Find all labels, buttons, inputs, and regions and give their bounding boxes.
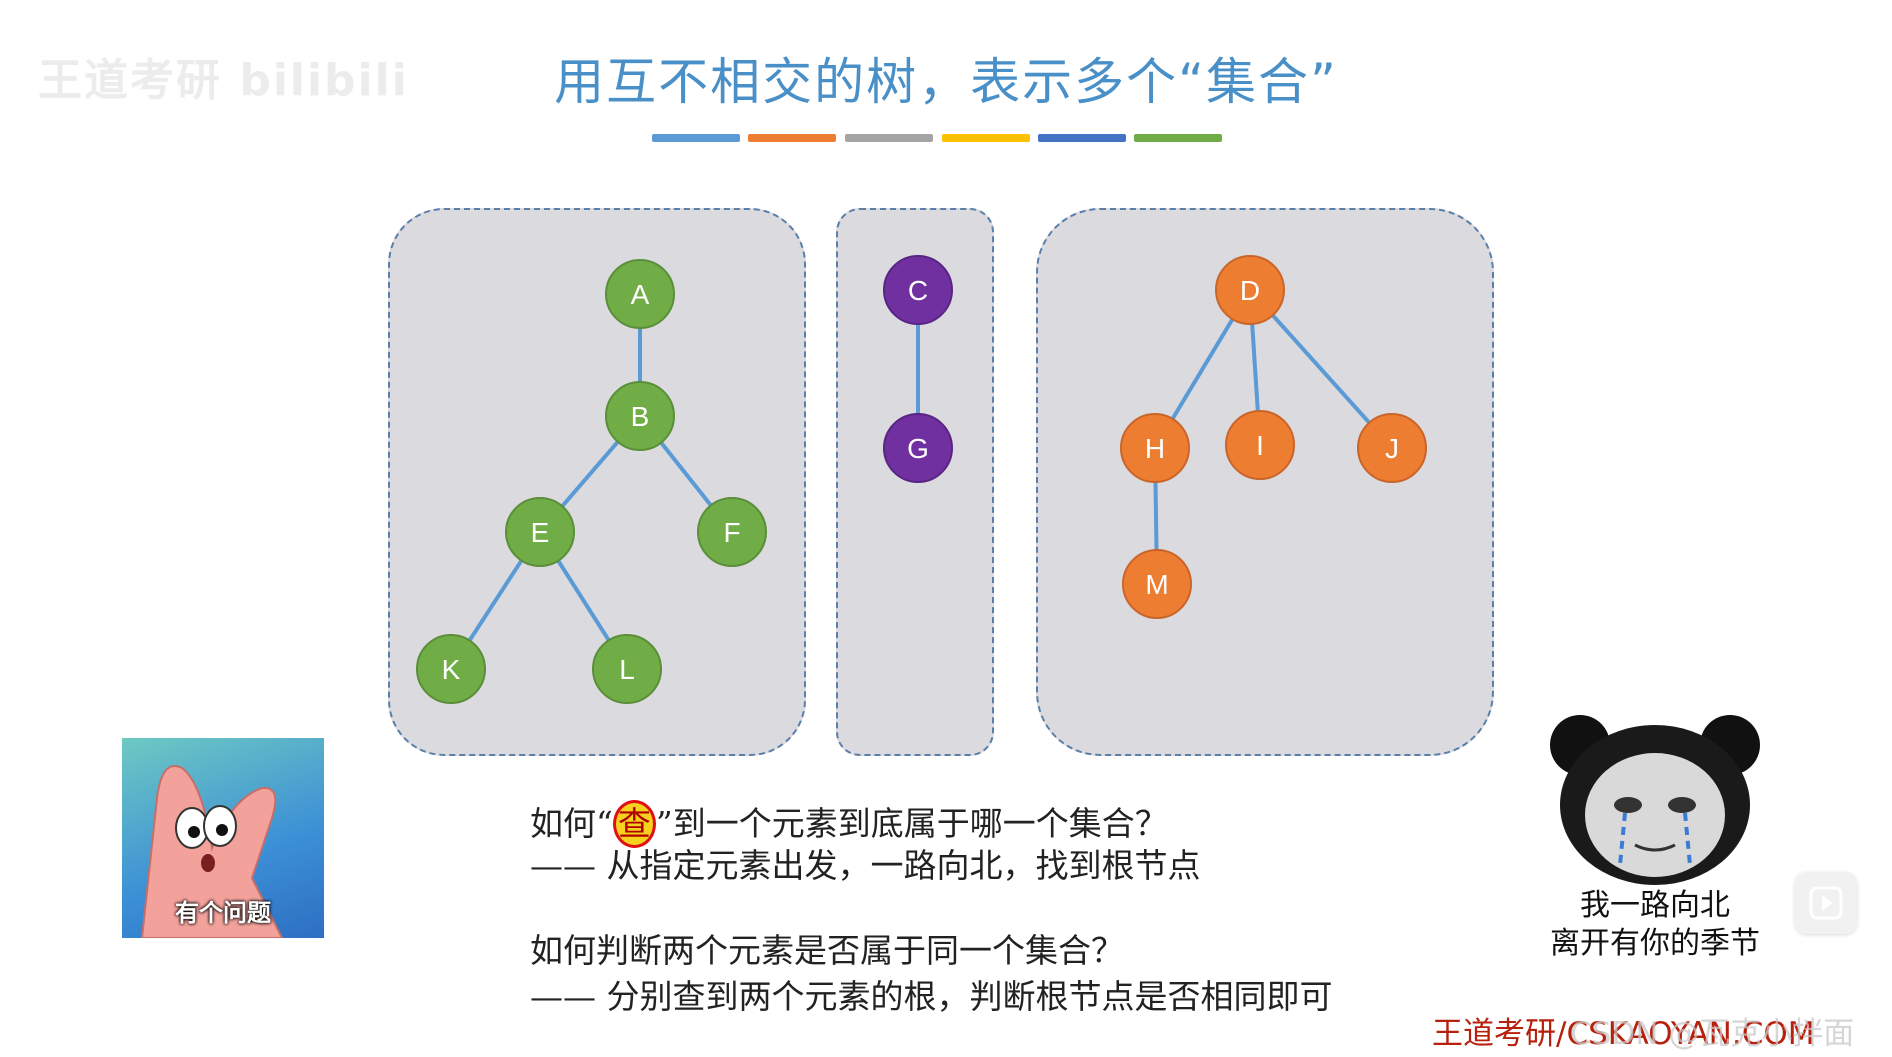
- node-label-m: M: [1145, 569, 1168, 600]
- node-label-a: A: [631, 279, 650, 310]
- question-1: 如何“查”到一个元素到底属于哪一个集合？: [530, 800, 1168, 848]
- patrick-illustration: [140, 765, 284, 938]
- play-button[interactable]: [1795, 872, 1857, 934]
- question-1-suffix: ”到一个元素到底属于哪一个集合？: [655, 804, 1168, 843]
- node-label-d: D: [1240, 275, 1260, 306]
- color-bar-segment-4: [942, 134, 1030, 142]
- tree-3: D H I J M: [1120, 255, 1427, 619]
- node-label-l: L: [619, 654, 635, 685]
- node-label-i: I: [1256, 430, 1264, 461]
- node-label-c: C: [908, 275, 928, 306]
- node-label-k: K: [442, 654, 461, 685]
- node-l: L: [592, 634, 662, 704]
- tree-2: C G: [883, 255, 953, 483]
- answer-2: —— 分别查到两个元素的根，判断根节点是否相同即可: [530, 977, 1333, 1016]
- node-b: B: [605, 381, 675, 451]
- node-m: M: [1122, 549, 1192, 619]
- color-bar-segment-2: [748, 134, 836, 142]
- node-label-j: J: [1385, 433, 1399, 464]
- panda-caption-line-2: 离开有你的季节: [1550, 926, 1760, 961]
- node-i: I: [1225, 410, 1295, 480]
- play-icon: [1809, 886, 1843, 920]
- csdn-watermark: CSDN @瓦克小拌面: [1570, 1016, 1855, 1052]
- panda-caption-line-1: 我一路向北: [1580, 888, 1730, 923]
- node-a: A: [605, 259, 675, 329]
- node-label-f: F: [723, 517, 740, 548]
- question-2: 如何判断两个元素是否属于同一个集合？: [530, 931, 1124, 970]
- node-d: D: [1215, 255, 1285, 325]
- node-label-g: G: [907, 433, 929, 464]
- node-k: K: [416, 634, 486, 704]
- node-label-b: B: [631, 401, 650, 432]
- site-watermark: 王道考研/CSKAOYAN.COM: [1432, 1016, 1815, 1052]
- bilibili-watermark: 王道考研 bilibili: [38, 55, 409, 106]
- node-h: H: [1120, 413, 1190, 483]
- color-bar-segment-1: [652, 134, 740, 142]
- query-highlight: 查: [612, 800, 656, 848]
- color-bar-segment-3: [845, 134, 933, 142]
- color-bar-segment-5: [1038, 134, 1126, 142]
- slide-title: 用互不相交的树，表示多个“集合”: [554, 53, 1338, 111]
- answer-1: —— 从指定元素出发，一路向北，找到根节点: [530, 846, 1201, 885]
- node-j: J: [1357, 413, 1427, 483]
- patrick-meme-image: 有个问题: [122, 738, 324, 938]
- node-f: F: [697, 497, 767, 567]
- edge-d-j: [1248, 288, 1394, 450]
- node-e: E: [505, 497, 575, 567]
- panda-meme-image: 我一路向北 离开有你的季节: [1540, 705, 1770, 975]
- color-bar-segment-6: [1134, 134, 1222, 142]
- panda-illustration: [1550, 715, 1760, 885]
- node-c: C: [883, 255, 953, 325]
- question-1-prefix: 如何“: [530, 804, 613, 843]
- tree-1: A B E F K L: [416, 259, 767, 704]
- node-label-h: H: [1145, 433, 1165, 464]
- node-g: G: [883, 413, 953, 483]
- patrick-caption: 有个问题: [175, 899, 271, 927]
- node-label-e: E: [531, 517, 550, 548]
